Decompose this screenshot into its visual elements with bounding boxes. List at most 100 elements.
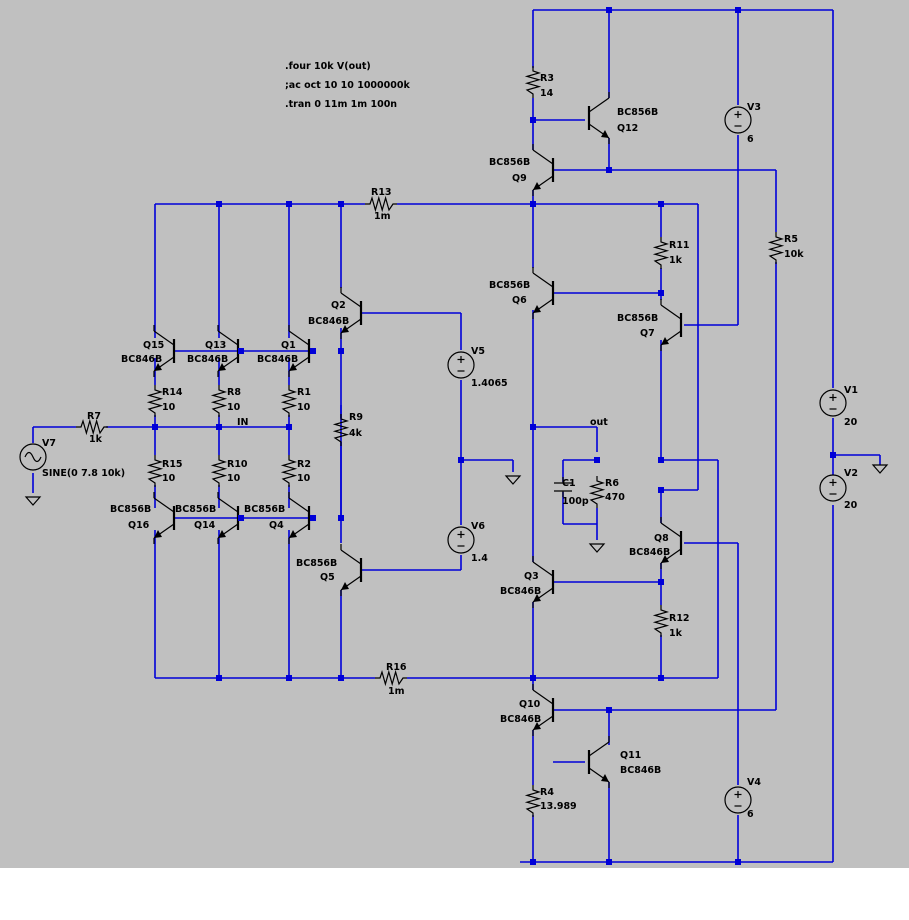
transistor-Q15[interactable] — [153, 325, 176, 377]
resistor-R13-zigzag — [365, 195, 397, 213]
source-V1[interactable] — [819, 389, 847, 417]
label-V3-value: 6 — [747, 134, 754, 145]
transistor-Q16[interactable] — [153, 492, 176, 544]
source-V5-circle — [447, 351, 475, 379]
component-labels: R3 14 BC856B Q12 BC856B Q9 V3 6 R13 1m R… — [42, 73, 858, 820]
label-R10-name: R10 — [227, 459, 248, 470]
transistor-Q2-arrow — [341, 325, 349, 333]
label-R12-value: 1k — [669, 628, 683, 639]
resistor-R10-zigzag — [210, 455, 228, 487]
junction-dot — [238, 515, 244, 521]
source-V3[interactable] — [724, 106, 752, 134]
net-label-in[interactable]: IN — [237, 417, 249, 428]
label-R12-name: R12 — [669, 613, 690, 624]
junction-dot — [606, 167, 612, 173]
junction-dot — [735, 7, 741, 13]
transistor-Q9[interactable] — [532, 144, 555, 196]
transistor-Q3[interactable] — [532, 556, 555, 608]
junction-dot — [338, 348, 344, 354]
resistor-R14[interactable] — [146, 385, 164, 417]
directive-four[interactable]: .four 10k V(out) — [285, 61, 371, 72]
transistor-Q11-collector — [588, 741, 610, 757]
transistor-Q4-arrow — [289, 530, 297, 538]
capacitor-C1[interactable] — [554, 477, 572, 497]
junction-dot — [658, 487, 664, 493]
transistor-Q4[interactable] — [288, 492, 311, 544]
junction-dot — [530, 201, 536, 207]
transistor-Q11[interactable] — [587, 736, 610, 788]
ground-V5-V6 — [504, 475, 522, 485]
junction-dot — [238, 348, 244, 354]
resistor-R5[interactable] — [767, 232, 785, 264]
net-label-out[interactable]: out — [590, 417, 608, 428]
junction-dot — [658, 457, 664, 463]
resistor-R8[interactable] — [210, 385, 228, 417]
source-V4[interactable] — [724, 786, 752, 814]
ground-output-load — [588, 543, 606, 553]
transistor-Q10[interactable] — [532, 684, 555, 736]
label-R4-value: 13.989 — [540, 801, 577, 812]
label-R15-name: R15 — [162, 459, 183, 470]
source-V5[interactable] — [447, 351, 475, 379]
source-V6[interactable] — [447, 526, 475, 554]
resistor-R3[interactable] — [524, 66, 542, 98]
resistor-R12[interactable] — [652, 605, 670, 637]
resistor-R4[interactable] — [524, 785, 542, 817]
ground-V7 — [24, 496, 42, 506]
label-V2-name: V2 — [844, 468, 858, 479]
resistor-R9[interactable] — [332, 414, 350, 446]
label-R16-value: 1m — [388, 686, 405, 697]
resistor-R1[interactable] — [280, 385, 298, 417]
source-V2[interactable] — [819, 474, 847, 502]
label-Q8-model: BC846B — [629, 547, 670, 558]
transistor-Q9-arrow — [533, 182, 541, 190]
transistor-Q10-collector — [532, 689, 554, 705]
label-Q1-name: Q1 — [281, 340, 296, 351]
junction-dot — [530, 117, 536, 123]
resistor-R13[interactable] — [365, 195, 397, 213]
directive-ac[interactable]: ;ac oct 10 10 1000000k — [285, 80, 410, 91]
label-Q6-model: BC856B — [489, 280, 530, 291]
junction-dot — [216, 675, 222, 681]
label-V1-value: 20 — [844, 417, 858, 428]
transistor-Q7-arrow — [661, 337, 669, 345]
label-R5-name: R5 — [784, 234, 798, 245]
junction-dot — [530, 675, 536, 681]
resistor-R11[interactable] — [652, 237, 670, 269]
resistor-R6[interactable] — [588, 476, 606, 508]
transistor-Q8-arrow — [661, 555, 669, 563]
resistor-R16[interactable] — [375, 669, 407, 687]
resistor-R15[interactable] — [146, 455, 164, 487]
resistor-R7[interactable] — [76, 418, 108, 436]
transistor-Q6[interactable] — [532, 267, 555, 319]
source-V4-circle — [724, 786, 752, 814]
label-R6-value: 470 — [605, 492, 625, 503]
transistor-Q3-collector — [532, 561, 554, 577]
transistor-Q15-collector — [153, 330, 175, 346]
junction-dot — [338, 675, 344, 681]
transistor-Q8[interactable] — [660, 517, 683, 569]
transistor-Q1[interactable] — [288, 325, 311, 377]
label-R9-value: 4k — [349, 428, 363, 439]
junction-dot — [530, 424, 536, 430]
source-V7[interactable] — [19, 443, 47, 471]
label-Q13-name: Q13 — [205, 340, 226, 351]
label-R11-name: R11 — [669, 240, 690, 251]
transistor-Q16-collector — [153, 497, 175, 513]
transistor-Q5[interactable] — [340, 544, 363, 596]
resistor-R5-zigzag — [767, 232, 785, 264]
resistor-R10[interactable] — [210, 455, 228, 487]
transistor-Q1-collector — [288, 330, 310, 346]
label-Q12-name: Q12 — [617, 123, 638, 134]
resistor-R2[interactable] — [280, 455, 298, 487]
junction-dot — [458, 457, 464, 463]
transistor-Q7[interactable] — [660, 299, 683, 351]
directive-tran[interactable]: .tran 0 11m 1m 100n — [285, 99, 397, 110]
transistor-Q8-collector — [660, 522, 682, 538]
label-Q5-name: Q5 — [320, 572, 335, 583]
transistor-Q12[interactable] — [587, 92, 610, 144]
label-Q4-model: BC856B — [244, 504, 285, 515]
transistor-Q2[interactable] — [340, 287, 363, 339]
transistor-Q5-arrow — [341, 582, 349, 590]
junctions — [152, 7, 836, 865]
